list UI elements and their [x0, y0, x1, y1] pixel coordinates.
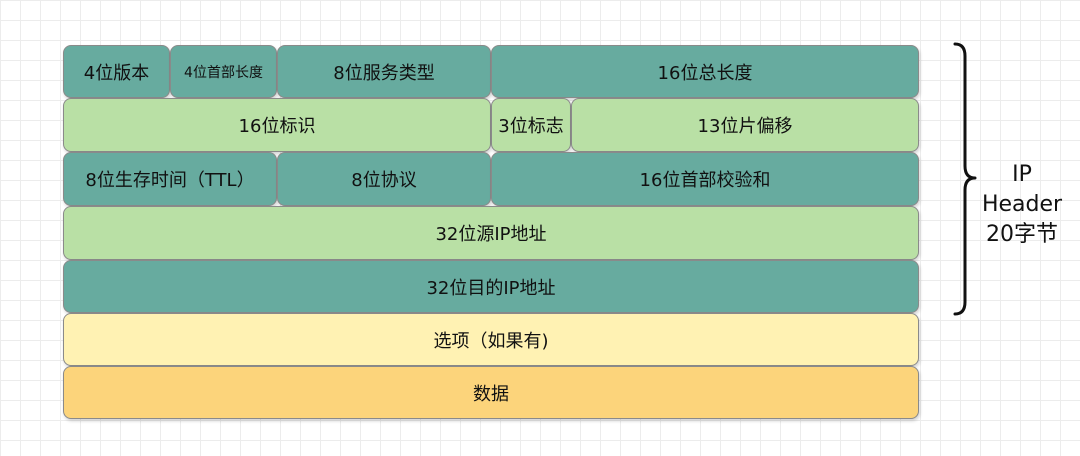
ip-header-label-line3: 20字节 [986, 222, 1058, 247]
field-ttl: 8位生存时间（TTL） [63, 152, 277, 206]
field-destination-ip: 32位目的IP地址 [63, 260, 919, 313]
field-identification: 16位标识 [63, 98, 491, 152]
field-protocol: 8位协议 [277, 152, 491, 206]
ip-header-label: IP Header 20字节 [968, 160, 1076, 250]
field-source-ip: 32位源IP地址 [63, 206, 919, 260]
field-header-checksum: 16位首部校验和 [491, 152, 919, 206]
field-options: 选项（如果有) [63, 313, 919, 366]
ip-header-label-line2: Header [981, 192, 1063, 217]
field-fragment-offset: 13位片偏移 [571, 98, 919, 152]
field-total-length: 16位总长度 [491, 45, 919, 98]
field-flags: 3位标志 [491, 98, 571, 152]
field-version: 4位版本 [63, 45, 170, 98]
field-header-length: 4位首部长度 [170, 45, 277, 98]
field-service-type: 8位服务类型 [277, 45, 491, 98]
right-curly-brace-icon [953, 42, 977, 316]
field-data: 数据 [63, 366, 919, 419]
ip-header-label-line1: IP [1012, 162, 1032, 187]
